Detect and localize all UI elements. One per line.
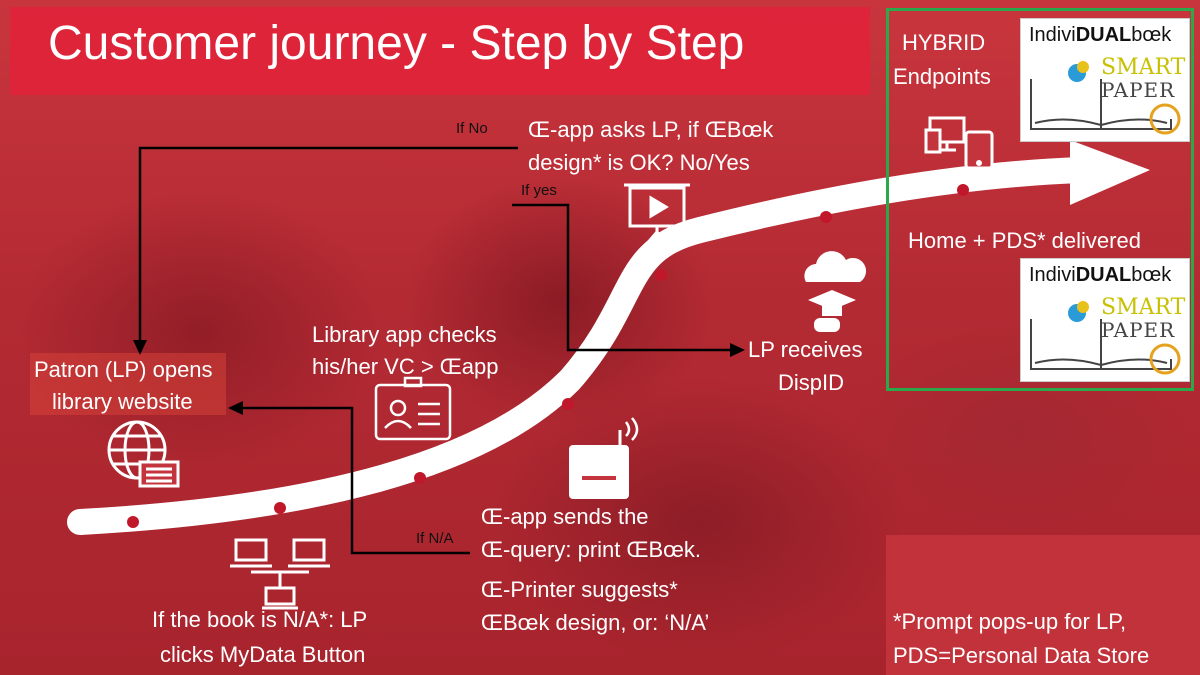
individualboek-logo-2: IndiviDUALbœk SMART PAPER <box>1020 258 1190 382</box>
wireless-printer-icon <box>569 417 639 499</box>
patron-step-line1: Patron (LP) opens <box>34 357 213 382</box>
hybrid-label-line1: HYBRID <box>902 30 986 55</box>
page-title: Customer journey - Step by Step <box>48 17 745 70</box>
book-icon <box>1030 301 1181 375</box>
presentation-icon <box>624 183 690 247</box>
if-na-connector <box>238 406 470 555</box>
journey-dot <box>655 269 667 281</box>
sends-step-line1: Œ-app sends the <box>481 504 649 529</box>
sends-step-line4: ŒBœk design, or: ‘N/A’ <box>481 610 710 635</box>
network-computers-icon <box>230 538 330 610</box>
app-asks-step-line1: Œ-app asks LP, if ŒBœk <box>528 117 774 142</box>
logo-paper-text: PAPER <box>1101 318 1176 342</box>
hybrid-endpoints-box <box>886 8 1194 391</box>
book-icon <box>1030 61 1181 135</box>
if-yes-connector <box>512 203 735 352</box>
delivered-label: Home + PDS* delivered <box>908 228 1141 253</box>
if-yes-label: If yes <box>521 182 557 199</box>
if-yes-arrowhead <box>730 343 745 357</box>
patron-step-line2: library website <box>52 389 193 414</box>
footnote-line2: PDS=Personal Data Store <box>893 643 1150 668</box>
if-no-arrowhead <box>133 340 147 355</box>
app-asks-step-line2: design* is OK? No/Yes <box>528 150 750 175</box>
library-app-step-line1: Library app checks <box>312 322 497 347</box>
journey-arrowhead <box>1070 140 1150 205</box>
globe-keyboard-icon <box>107 420 180 488</box>
sends-step-line2: Œ-query: print ŒBœk. <box>481 537 702 562</box>
journey-dot <box>562 398 574 410</box>
receives-step-line1: LP receives <box>748 337 863 362</box>
footnote-line1: *Prompt pops-up for LP, <box>893 609 1127 634</box>
hybrid-label-line2: Endpoints <box>893 64 991 89</box>
logo-paper-text: PAPER <box>1101 78 1176 102</box>
journey-dot <box>274 502 286 514</box>
logo-brand: IndiviDUALbœk <box>1029 264 1172 286</box>
logo-smart-text: SMART <box>1101 295 1186 320</box>
id-card-icon <box>374 376 452 441</box>
sends-step-line3: Œ-Printer suggests* <box>481 577 678 602</box>
if-na-arrowhead <box>228 401 243 415</box>
individualboek-logo: IndiviDUALbœk SMART PAPER <box>1020 18 1190 142</box>
receives-step-line2: DispID <box>778 370 845 395</box>
if-no-connector <box>138 146 518 345</box>
journey-dot <box>127 516 139 528</box>
cloud-graduation-icon <box>804 251 867 332</box>
title-bar <box>10 7 870 95</box>
devices-icon <box>924 116 994 170</box>
library-app-step-line2: his/her VC > Œapp <box>312 354 499 379</box>
journey-dot <box>820 211 832 223</box>
na-step-line2: clicks MyData Button <box>160 642 366 667</box>
logo-brand: IndiviDUALbœk <box>1029 24 1172 46</box>
na-step-line1: If the book is N/A*: LP <box>152 607 368 632</box>
if-na-label: If N/A <box>416 530 454 547</box>
patron-highlight <box>30 353 226 415</box>
logo-smart-text: SMART <box>1101 55 1186 80</box>
footnote-panel <box>886 535 1200 675</box>
if-no-label: If No <box>456 120 488 137</box>
journey-dot <box>957 184 969 196</box>
journey-dot <box>414 472 426 484</box>
